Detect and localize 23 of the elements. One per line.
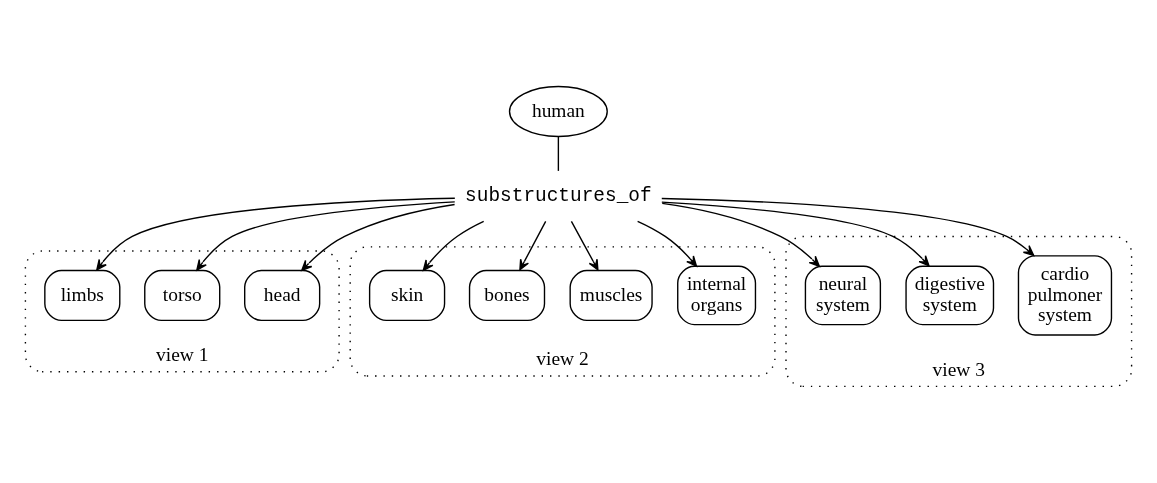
arrow	[519, 220, 547, 270]
node-box: bones	[468, 269, 546, 321]
arrow	[570, 220, 599, 270]
node-box: head	[244, 269, 321, 321]
node-box: internal organs	[677, 265, 757, 325]
arrow	[96, 197, 456, 271]
arrow	[422, 220, 485, 271]
node-box: skin	[368, 269, 446, 321]
node-ellipse: human	[508, 85, 608, 137]
arrow	[661, 197, 1035, 256]
arrow	[301, 203, 456, 271]
arrow	[661, 202, 820, 267]
node-box: neural system	[804, 265, 882, 325]
node-box: muscles	[569, 269, 653, 321]
node-box: torso	[144, 269, 221, 321]
node-box: limbs	[44, 269, 121, 321]
connector	[557, 135, 560, 172]
arrow	[661, 200, 930, 267]
arrow	[636, 220, 698, 267]
arrow	[196, 200, 456, 271]
node-box: cardio pulmoner system	[1017, 254, 1113, 336]
node-box: digestive system	[905, 265, 995, 325]
node-text: substructures_of	[465, 184, 652, 207]
